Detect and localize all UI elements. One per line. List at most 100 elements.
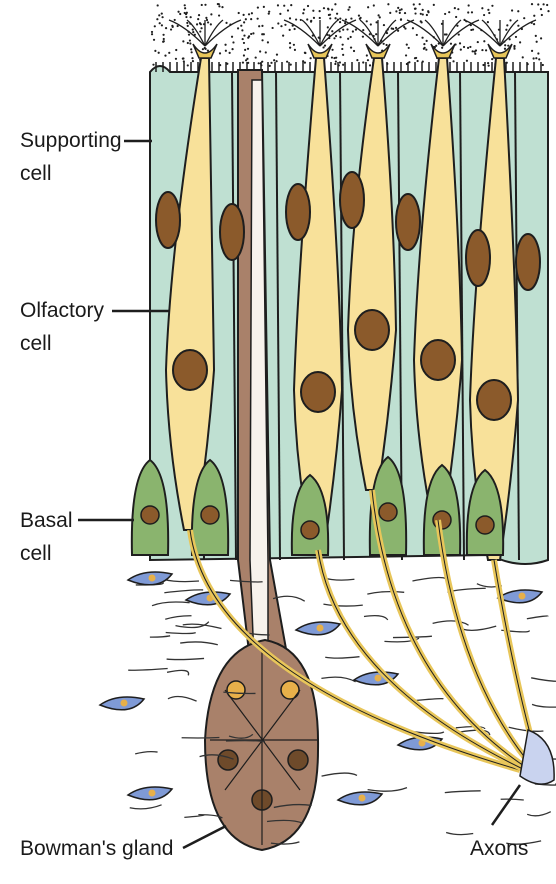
mucus-dot	[231, 48, 233, 50]
mucus-dot	[231, 36, 233, 38]
mucus-dot	[218, 5, 220, 7]
mucus-dot	[335, 35, 337, 37]
axons-leader	[492, 785, 520, 825]
mucus-dot	[346, 28, 348, 30]
mucus-dot	[487, 9, 489, 11]
mucus-dot	[335, 57, 337, 59]
basal-cell-label-line2: cell	[20, 537, 73, 570]
mucus-dot	[515, 36, 517, 38]
connective-fiber	[325, 657, 359, 658]
mucus-dot	[238, 12, 240, 14]
mucus-dot	[210, 23, 212, 25]
mucus-dot	[295, 18, 297, 20]
mucus-dot	[339, 36, 341, 38]
mucus-dot	[267, 41, 269, 43]
mucus-dot	[261, 25, 263, 27]
mucus-dot	[250, 18, 252, 20]
mucus-dot	[189, 39, 191, 41]
mucus-dot	[276, 60, 278, 62]
axons-label: Axons	[470, 832, 528, 865]
mucus-dot	[444, 13, 446, 15]
nucleus	[173, 350, 207, 390]
mucus-dot	[242, 38, 244, 40]
mucus-dot	[531, 50, 533, 52]
mucus-dot	[276, 54, 278, 56]
mucus-dot	[248, 13, 250, 15]
mucus-dot	[445, 33, 447, 35]
mucus-dot	[204, 47, 206, 49]
mucus-dot	[258, 25, 260, 27]
mucus-dot	[293, 44, 295, 46]
connective-cell-nucleus	[149, 575, 156, 582]
mucus-dot	[483, 14, 485, 16]
mucus-dot	[452, 60, 454, 62]
mucus-dot	[422, 13, 424, 15]
mucus-dot	[366, 54, 368, 56]
mucus-dot	[421, 21, 423, 23]
mucus-dot	[304, 62, 306, 64]
mucus-dot	[379, 16, 381, 18]
mucus-dot	[457, 8, 459, 10]
mucus-dot	[356, 59, 358, 61]
connective-cell-nucleus	[317, 625, 324, 632]
mucus-dot	[153, 39, 155, 41]
connective-fiber	[128, 668, 167, 670]
mucus-dot	[229, 52, 231, 54]
mucus-dot	[329, 17, 331, 19]
connective-fiber	[433, 621, 469, 625]
mucus-dot	[383, 43, 385, 45]
mucus-dot	[535, 57, 537, 59]
mucus-dot	[537, 3, 539, 5]
mucus-dot	[468, 4, 470, 6]
mucus-dot	[370, 23, 372, 25]
mucus-dot	[505, 29, 507, 31]
mucus-dot	[182, 58, 184, 60]
mucus-dot	[273, 59, 275, 61]
nucleus	[396, 194, 420, 250]
mucus-dot	[240, 25, 242, 27]
mucus-dot	[161, 16, 163, 18]
olfactory-cell-label-line1: Olfactory	[20, 294, 104, 327]
mucus-dot	[355, 29, 357, 31]
mucus-dot	[474, 53, 476, 55]
mucus-dot	[323, 7, 325, 9]
mucus-dot	[187, 64, 189, 66]
mucus-dot	[294, 49, 296, 51]
mucus-dot	[218, 3, 220, 5]
mucus-dot	[405, 54, 407, 56]
mucus-dot	[481, 7, 483, 9]
mucus-dot	[163, 38, 165, 40]
mucus-dot	[331, 49, 333, 51]
mucus-dot	[199, 22, 201, 24]
mucus-dot	[331, 8, 333, 10]
mucus-dot	[353, 50, 355, 52]
connective-fiber	[532, 704, 556, 707]
mucus-dot	[243, 14, 245, 16]
mucus-dot	[404, 27, 406, 29]
mucus-dot	[224, 44, 226, 46]
mucus-dot	[313, 17, 315, 19]
connective-fiber	[501, 799, 524, 800]
mucus-dot	[300, 19, 302, 21]
mucus-dot	[290, 63, 292, 65]
mucus-dot	[414, 8, 416, 10]
mucus-dot	[367, 6, 369, 8]
mucus-dot	[427, 10, 429, 12]
mucus-dot	[450, 43, 452, 45]
mucus-dot	[426, 40, 428, 42]
mucus-dot	[523, 17, 525, 19]
mucus-dot	[201, 4, 203, 6]
mucus-dot	[425, 49, 427, 51]
mucus-dot	[448, 11, 450, 13]
mucus-dot	[164, 55, 166, 57]
mucus-dot	[244, 49, 246, 51]
mucus-dot	[504, 44, 506, 46]
mucus-dot	[349, 6, 351, 8]
mucus-dot	[483, 40, 485, 42]
mucus-dot	[441, 47, 443, 49]
mucus-dot	[268, 11, 270, 13]
mucus-dot	[270, 62, 272, 64]
mucus-dot	[366, 20, 368, 22]
mucus-dot	[395, 27, 397, 29]
